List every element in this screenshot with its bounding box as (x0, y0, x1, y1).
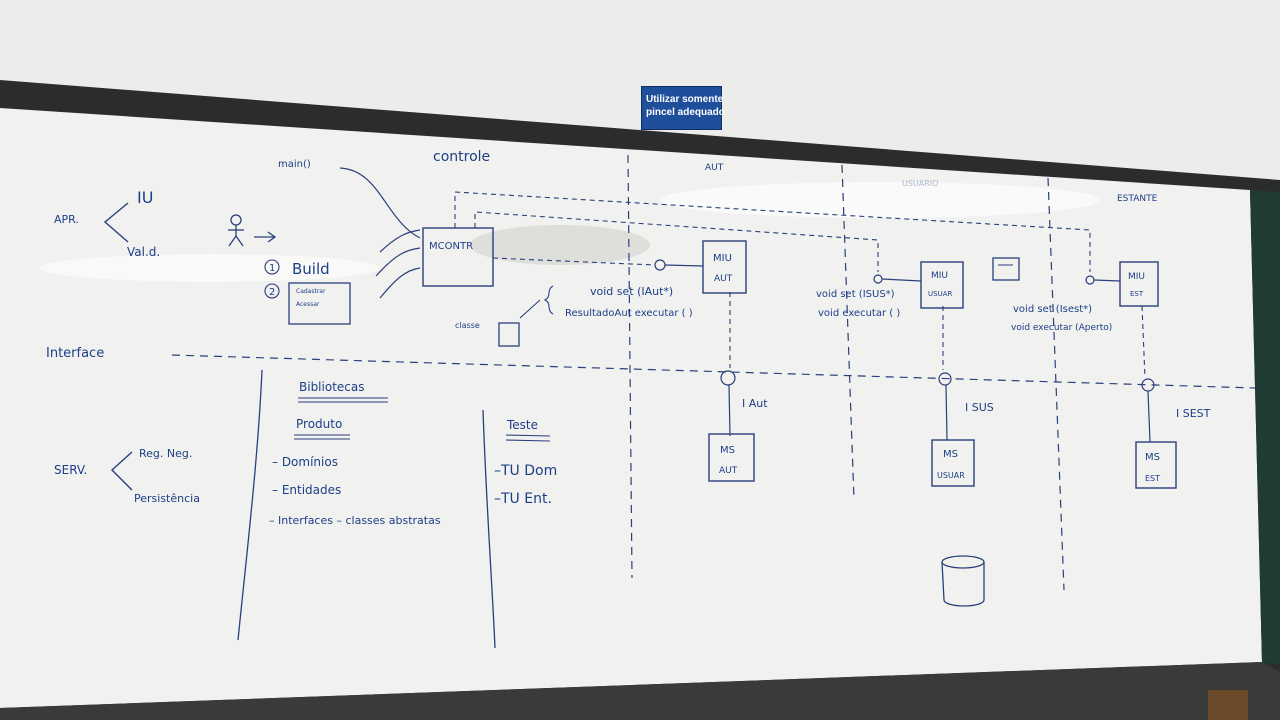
routing-lines (454, 191, 1146, 379)
ms-usuar-box (931, 439, 975, 487)
step-2-circle (264, 283, 280, 299)
glare (660, 182, 1100, 218)
miu-aut-box (702, 240, 747, 294)
notice-sign-line-2: pincel adequado (646, 107, 725, 118)
column-dividers (171, 154, 1256, 591)
miu-aut-line-1: MIU (713, 253, 732, 264)
database-icon (941, 555, 985, 607)
form-line-2: Acessar (296, 301, 320, 308)
dominios-item: – Domínios (272, 455, 338, 469)
main-label: main() (278, 159, 311, 170)
serv-bracket (110, 451, 133, 491)
teste-heading: Teste (506, 418, 538, 432)
section-divider-left (237, 369, 263, 641)
void-set-sus: void set (ISUS*) (816, 289, 895, 300)
smudge (470, 225, 650, 265)
mcontr-box (422, 227, 494, 287)
classe-box (498, 322, 520, 347)
i-aut-label: I Aut (742, 397, 768, 410)
miu-est-line-1: MIU (1128, 272, 1145, 282)
classe-pointer (519, 299, 541, 319)
wall-fixture (1208, 690, 1248, 720)
form-line-1: Cadastrar (296, 288, 326, 295)
mcontr-label: MCONTR (429, 241, 473, 252)
ms-usuar-line-1: MS (943, 449, 958, 460)
underlines (294, 397, 551, 442)
form-box (288, 282, 351, 325)
void-set-est: void set (Isest*) (1013, 304, 1092, 315)
notice-sign-line-1: Utilizar somente (646, 94, 724, 105)
void-executar-est: void executar (Aperto) (1011, 323, 1112, 333)
miu-aut-line-2: AUT (714, 274, 733, 284)
miu-usuar-line-1: MIU (931, 271, 948, 281)
glare-left (40, 254, 380, 282)
void-executar-sus: void executar ( ) (818, 308, 900, 319)
ms-est-line-1: MS (1145, 452, 1160, 463)
build-label: Build (292, 260, 330, 278)
serv-label: SERV. (54, 463, 87, 477)
classe-label: classe (455, 321, 480, 330)
marker-tray (0, 662, 1280, 720)
wall (0, 0, 1280, 182)
resultado-executar: ResultadoAut executar ( ) (565, 308, 693, 319)
apr-bracket (103, 202, 129, 243)
ms-est-line-2: EST (1145, 474, 1160, 483)
reg-neg-label: Reg. Neg. (139, 447, 192, 460)
miu-est-line-2: EST (1130, 290, 1144, 298)
interfaces-item: – Interfaces – classes abstratas (269, 514, 441, 527)
ms-usuar-line-2: USUAR (937, 471, 965, 480)
tu-ent-item: –TU Ent. (494, 491, 552, 507)
arrow-icon (254, 231, 277, 243)
step-2-number: 2 (269, 287, 275, 298)
interface-connectors (654, 259, 1155, 443)
void-set-aut: void set (IAut*) (590, 285, 673, 298)
actor-icon (228, 214, 244, 247)
step-1-circle (264, 259, 280, 275)
persistencia-label: Persistência (134, 492, 200, 505)
section-divider-right (482, 409, 496, 649)
ms-aut-line-1: MS (720, 445, 735, 456)
ms-aut-line-2: AUT (719, 466, 738, 476)
ms-est-box (1135, 441, 1177, 489)
miu-usuar-box (920, 261, 964, 309)
aut-header: AUT (705, 163, 724, 173)
notice-sign: Utilizar somente pincel adequado (641, 86, 725, 130)
bibliotecas-heading: Bibliotecas (299, 380, 364, 394)
valid-label: Val.d. (127, 245, 160, 259)
usuario-header: USUARIO (902, 179, 938, 188)
entidades-item: – Entidades (272, 483, 341, 497)
miu-usuar-line-2: USUAR (928, 290, 952, 298)
note-box (992, 257, 1020, 281)
main-connectors (339, 167, 421, 299)
i-sest-label: I SEST (1176, 407, 1211, 420)
iu-label: IU (137, 188, 153, 207)
tu-dom-item: –TU Dom (494, 463, 557, 479)
i-sus-label: I SUS (965, 401, 994, 414)
controle-label: controle (433, 149, 490, 165)
ms-aut-box (708, 433, 755, 482)
brace (543, 285, 554, 315)
apr-label: APR. (54, 213, 79, 226)
estante-header: ESTANTE (1117, 194, 1158, 204)
step-1-number: 1 (269, 263, 275, 274)
interface-label: Interface (46, 346, 104, 361)
produto-heading: Produto (296, 417, 342, 431)
green-board-edge (1250, 190, 1280, 665)
miu-est-box (1119, 261, 1159, 307)
